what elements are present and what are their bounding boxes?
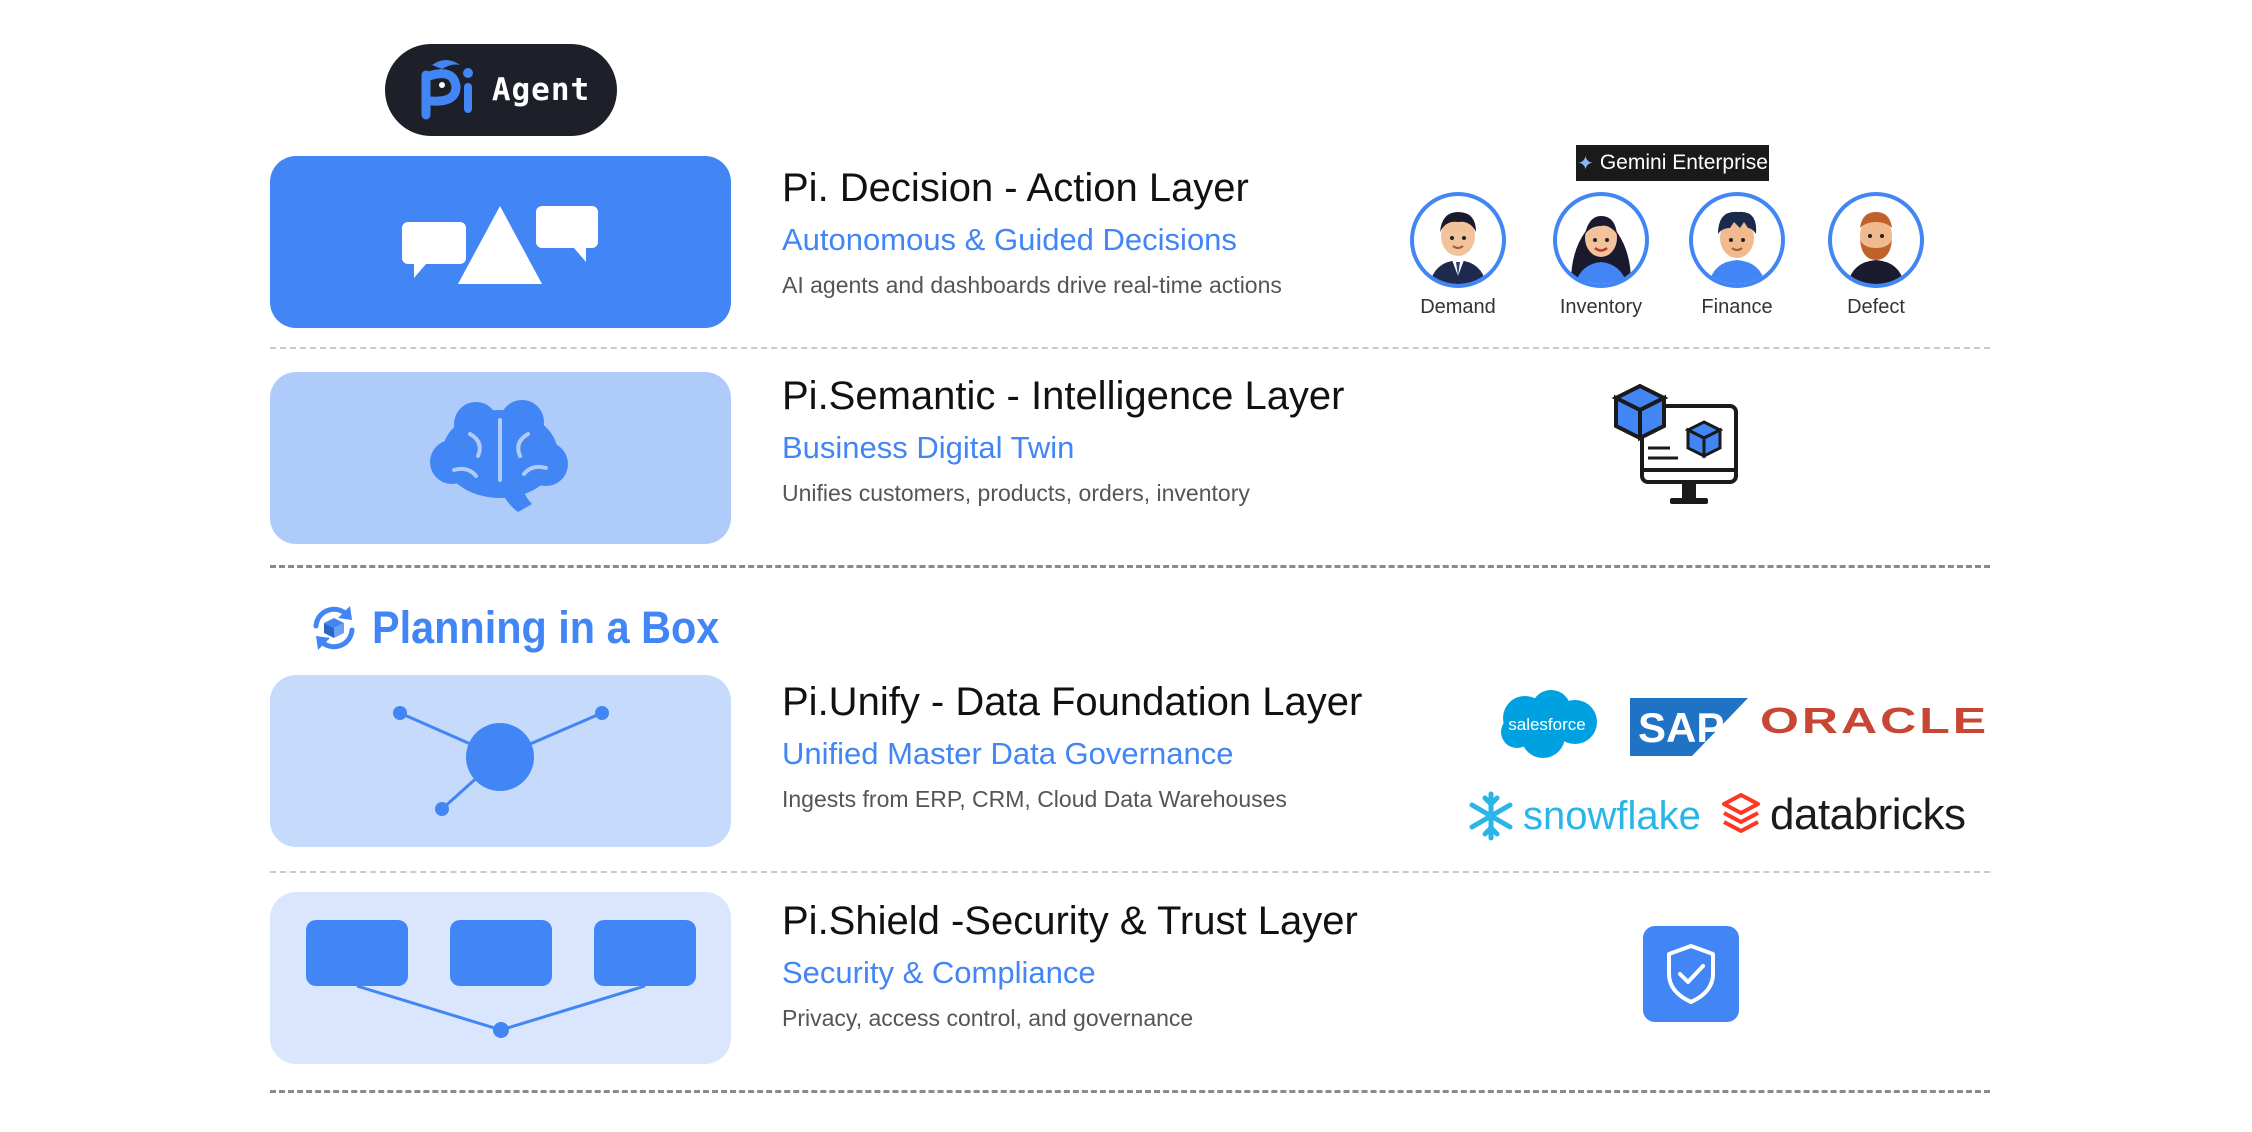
oracle-logo: ORACLE — [1760, 700, 1990, 742]
layer-title: Pi.Shield -Security & Trust Layer — [782, 899, 1358, 943]
layer-description: Ingests from ERP, CRM, Cloud Data Wareho… — [782, 786, 1287, 812]
salesforce-text: salesforce — [1508, 715, 1585, 734]
layer-subtitle: Business Digital Twin — [782, 430, 1075, 465]
sparkle-icon: ✦ — [1577, 152, 1594, 175]
block-tree-icon — [306, 920, 696, 1038]
layer-description: Privacy, access control, and governance — [782, 1005, 1194, 1031]
layer-title: Pi.Unify - Data Foundation Layer — [782, 680, 1363, 724]
layer-subtitle: Unified Master Data Governance — [782, 736, 1234, 771]
sap-badge-icon: SAP — [1630, 698, 1748, 756]
shield-badge — [1643, 926, 1739, 1022]
databricks-logo: databricks — [1720, 790, 1966, 840]
pi-agent-badge: Agent — [385, 44, 617, 136]
snowflake-text: snowflake — [1523, 793, 1701, 838]
agent-avatar-defect[interactable]: Defect — [1828, 192, 1924, 318]
sap-logo: SAP — [1630, 698, 1748, 761]
brain-icon — [430, 400, 568, 512]
layer-title: Pi.Semantic - Intelligence Layer — [782, 374, 1345, 418]
semantic-layer-panel — [270, 372, 731, 544]
avatar-label: Inventory — [1559, 296, 1643, 318]
layer-description: AI agents and dashboards drive real-time… — [782, 272, 1282, 298]
unify-layer-panel — [270, 675, 731, 847]
shield-layer-panel — [270, 892, 731, 1064]
separator — [270, 871, 1990, 873]
databricks-text: databricks — [1770, 790, 1966, 839]
agent-avatar-finance[interactable]: Finance — [1689, 192, 1785, 318]
salesforce-cloud-icon: salesforce — [1501, 690, 1597, 758]
avatar — [1553, 192, 1649, 288]
separator — [270, 347, 1990, 349]
sap-text: SAP — [1638, 704, 1724, 751]
decision-triangle-chat-icon — [402, 206, 598, 284]
bearded-man-avatar-icon — [1848, 212, 1904, 284]
refresh-box-icon — [313, 606, 355, 650]
snowflake-logo: snowflake — [1465, 790, 1701, 842]
avatar — [1410, 192, 1506, 288]
layer-subtitle: Security & Compliance — [782, 955, 1096, 990]
salesforce-logo: salesforce — [1495, 688, 1599, 765]
separator — [270, 1090, 1990, 1093]
gemini-label: Gemini Enterprise — [1599, 151, 1768, 174]
databricks-icon — [1722, 793, 1760, 833]
planning-in-a-box: Planning in a Box — [306, 600, 750, 656]
planning-label: Planning in a Box — [372, 602, 720, 653]
avatar-label: Demand — [1420, 296, 1496, 318]
woman-avatar-icon — [1571, 216, 1631, 284]
agent-avatar-inventory[interactable]: Inventory — [1553, 192, 1649, 318]
digital-twin-cubes-icon — [1611, 383, 1738, 504]
decision-layer-panel — [270, 156, 731, 328]
avatar-label: Finance — [1701, 296, 1773, 318]
separator — [270, 565, 1990, 568]
layer-subtitle: Autonomous & Guided Decisions — [782, 222, 1237, 257]
avatar — [1828, 192, 1924, 288]
gemini-enterprise-badge: ✦ Gemini Enterprise — [1576, 145, 1769, 181]
snowflake-icon — [1469, 791, 1513, 841]
pi-logo-icon — [421, 60, 473, 120]
agent-avatar-demand[interactable]: Demand — [1410, 192, 1506, 318]
shield-check-icon — [1667, 944, 1715, 1004]
agent-label: Agent — [491, 72, 591, 108]
layer-description: Unifies customers, products, orders, inv… — [782, 480, 1250, 506]
man-avatar-icon — [1709, 211, 1765, 284]
layer-title: Pi. Decision - Action Layer — [782, 166, 1249, 210]
avatar — [1689, 192, 1785, 288]
man-suit-avatar-icon — [1430, 212, 1486, 284]
network-hub-icon — [393, 706, 609, 816]
avatar-label: Defect — [1847, 296, 1905, 318]
